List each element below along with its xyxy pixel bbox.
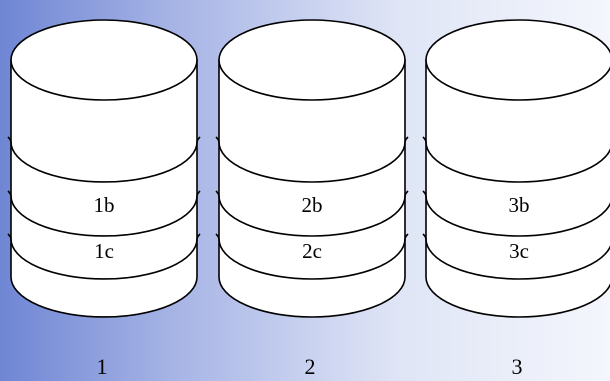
disk-number-label: 3 [512,354,523,379]
segment-label: 1b [94,193,115,217]
band-divider [215,233,409,280]
disk-number-label: 2 [305,354,316,379]
disk-number-label: 1 [97,354,108,379]
disk-top [425,19,610,101]
band-divider [7,233,201,280]
segment-label: 1c [94,239,114,263]
disk-body [218,59,406,318]
segment-label: 2c [302,239,322,263]
disk-2: 2b 2c 2 [215,19,409,379]
disk-top [10,19,198,101]
band-divider [7,190,201,237]
segment-label: 2b [302,193,323,217]
disk-body [425,59,610,318]
disk-1: 1b 1c 1 [7,19,201,379]
disk-top [218,19,406,101]
band-divider [7,136,201,183]
band-divider [422,190,610,237]
band-divider [215,190,409,237]
segment-label: 3c [509,239,529,263]
band-divider [422,136,610,183]
segment-label: 3b [509,193,530,217]
disk-body [10,59,198,318]
band-divider [215,136,409,183]
disk-3: 3b 3c 3 [422,19,610,379]
band-divider [422,233,610,280]
